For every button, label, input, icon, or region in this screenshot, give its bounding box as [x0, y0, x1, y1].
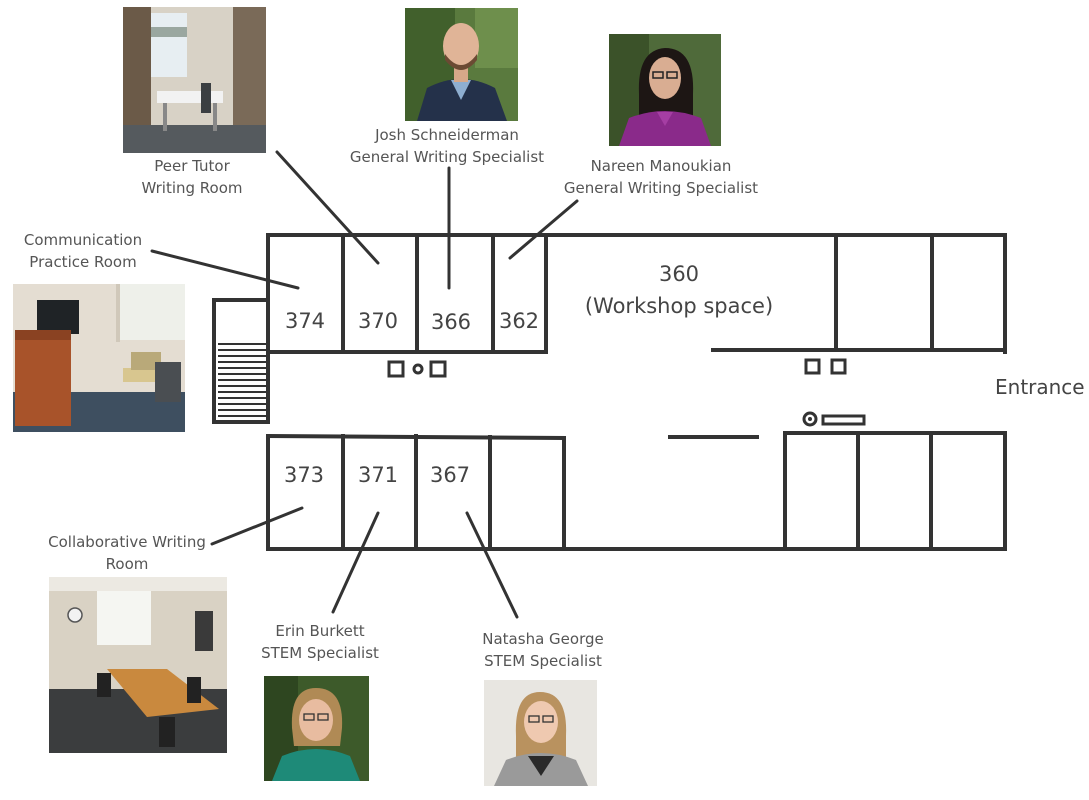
- room-366-label: 366: [430, 310, 472, 334]
- josh-name: Josh Schneiderman: [375, 126, 519, 144]
- room-374-label: 374: [284, 309, 326, 333]
- josh-schneiderman-label: Josh Schneiderman General Writing Specia…: [347, 124, 547, 168]
- nareen-title: General Writing Specialist: [563, 179, 759, 197]
- room-360-name: (Workshop space): [584, 294, 774, 318]
- erin-title: STEM Specialist: [261, 644, 379, 662]
- peer-tutor-room-photo: [123, 7, 266, 153]
- natasha-name: Natasha George: [482, 630, 604, 648]
- collaborative-room-photo: [49, 577, 227, 753]
- peer-tutor-room-label: Peer Tutor Writing Room: [132, 155, 252, 199]
- room-360-number: 360: [658, 262, 700, 286]
- collaborative-room-label: Collaborative Writing Room: [44, 531, 210, 575]
- communication-line1: Communication: [23, 231, 143, 249]
- communication-room-label: Communication Practice Room: [18, 229, 148, 273]
- natasha-title: STEM Specialist: [484, 652, 602, 670]
- josh-title: General Writing Specialist: [349, 148, 545, 166]
- natasha-george-photo: [484, 680, 597, 786]
- erin-burkett-label: Erin Burkett STEM Specialist: [255, 620, 385, 664]
- josh-schneiderman-photo: [405, 8, 518, 121]
- collaborative-line1: Collaborative Writing: [48, 533, 206, 551]
- peer-tutor-line2: Writing Room: [141, 179, 243, 197]
- room-370-label: 370: [357, 309, 399, 333]
- peer-tutor-line1: Peer Tutor: [154, 157, 230, 175]
- erin-burkett-photo: [264, 676, 369, 781]
- room-371-label: 371: [357, 463, 399, 487]
- entrance-label: Entrance: [995, 375, 1085, 399]
- natasha-george-label: Natasha George STEM Specialist: [473, 628, 613, 672]
- erin-name: Erin Burkett: [275, 622, 365, 640]
- room-362-label: 362: [498, 309, 540, 333]
- nareen-manoukian-label: Nareen Manoukian General Writing Special…: [561, 155, 761, 199]
- nareen-manoukian-photo: [609, 34, 721, 146]
- nareen-name: Nareen Manoukian: [590, 157, 732, 175]
- room-373-label: 373: [283, 463, 325, 487]
- communication-line2: Practice Room: [29, 253, 137, 271]
- collaborative-line2: Room: [105, 555, 149, 573]
- room-367-label: 367: [429, 463, 471, 487]
- communication-room-photo: [13, 284, 185, 432]
